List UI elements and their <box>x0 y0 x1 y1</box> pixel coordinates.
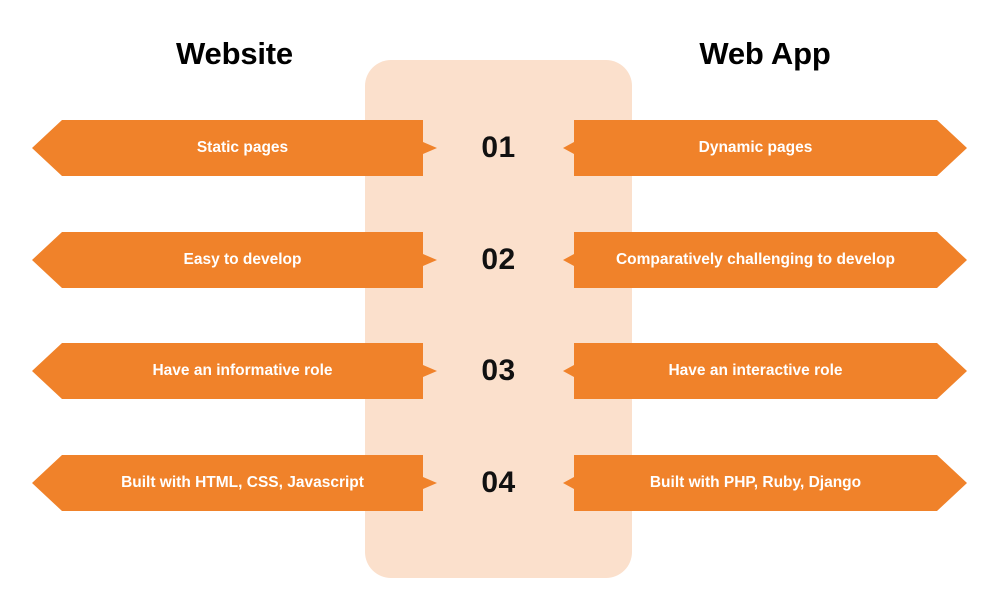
right-arrow-label: Dynamic pages <box>698 139 813 156</box>
left-arrow-2[interactable]: Easy to develop <box>32 232 437 288</box>
left-arrow-shape-icon <box>32 343 437 399</box>
right-arrow-label: Have an interactive role <box>668 362 843 379</box>
left-arrow-label: Static pages <box>196 139 289 156</box>
right-arrow-shape-icon <box>563 120 967 176</box>
left-arrow-shape-icon <box>32 455 437 511</box>
left-arrow-shape-icon <box>32 120 437 176</box>
left-arrow-label: Built with HTML, CSS, Javascript <box>121 474 364 491</box>
comparison-row: Static pages 01 Dynamic pages <box>0 120 1000 176</box>
left-arrow-1[interactable]: Static pages <box>32 120 437 176</box>
step-number: 04 <box>481 466 516 499</box>
right-arrow-2[interactable]: Comparatively challenging to develop <box>563 232 967 288</box>
right-arrow-label: Comparatively challenging to develop <box>615 251 896 268</box>
right-arrow-label: Built with PHP, Ruby, Django <box>649 474 862 491</box>
comparison-row: Have an informative role 03 Have an inte… <box>0 343 1000 399</box>
left-arrow-label: Easy to develop <box>183 251 302 268</box>
right-arrow-shape-icon <box>563 232 967 288</box>
step-number: 02 <box>481 243 516 276</box>
right-arrow-shape-icon <box>563 343 967 399</box>
left-arrow-3[interactable]: Have an informative role <box>32 343 437 399</box>
comparison-row: Easy to develop 02 Comparatively challen… <box>0 232 1000 288</box>
left-arrow-label: Have an informative role <box>152 362 333 379</box>
step-number: 01 <box>481 131 516 164</box>
comparison-row: Built with HTML, CSS, Javascript 04 Buil… <box>0 455 1000 511</box>
left-arrow-shape-icon <box>32 232 437 288</box>
step-number: 03 <box>481 354 516 387</box>
right-arrow-1[interactable]: Dynamic pages <box>563 120 967 176</box>
column-heading-website: Website <box>176 36 293 71</box>
left-arrow-4[interactable]: Built with HTML, CSS, Javascript <box>32 455 437 511</box>
column-heading-web-app: Web App <box>699 36 831 71</box>
right-arrow-shape-icon <box>563 455 967 511</box>
right-arrow-3[interactable]: Have an interactive role <box>563 343 967 399</box>
right-arrow-4[interactable]: Built with PHP, Ruby, Django <box>563 455 967 511</box>
